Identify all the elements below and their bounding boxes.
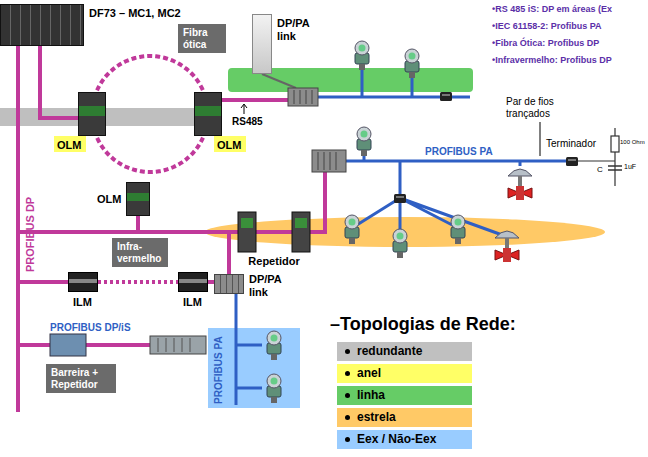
node-label: DF73 – MC1, MC2	[89, 7, 199, 20]
annotation: 100 Ohm	[620, 139, 645, 146]
annotation: C	[597, 165, 603, 174]
legend-bullet	[345, 415, 350, 420]
node-label: ILM	[183, 296, 213, 309]
annotation: •IEC 61158-2: Profibus PA	[492, 21, 602, 31]
node-label: DP/PA link	[249, 273, 289, 298]
profibus-dp-bus	[18, 46, 325, 412]
node-label: Barreira + Repetidor	[51, 367, 111, 390]
bus-label: PROFIBUS DP	[24, 197, 37, 272]
legend-bullet	[345, 349, 350, 354]
legend-item: linha	[337, 386, 472, 405]
node-label: OLM	[57, 139, 87, 152]
annotation: PROFIBUS DP/iS	[50, 322, 131, 334]
legend-item: anel	[337, 364, 472, 383]
optical-link-module: OLM	[78, 92, 106, 136]
node-label: Fibra ótica	[183, 27, 221, 50]
topology-bands	[0, 68, 605, 408]
annotation: •Fibra Ótica: Profibus DP	[492, 38, 599, 48]
callout-box: Fibra ótica	[178, 24, 226, 53]
legend-text: Eex / Não-Eex	[337, 430, 472, 449]
legend-text: estrela	[337, 408, 472, 427]
dp-pa-link: DP/PA link	[252, 14, 272, 74]
fiber-optic-link	[97, 56, 203, 90]
annotation: 1uF	[624, 163, 636, 171]
node-label: OLM	[97, 193, 125, 206]
legend-text: anel	[337, 364, 472, 383]
controller-rack: DF73 – MC1, MC2	[0, 4, 84, 46]
node-label: Infra-vermelho	[117, 241, 163, 264]
panel-link	[262, 74, 296, 88]
legend-text: redundante	[337, 342, 472, 361]
annotation: PROFIBUS PA	[425, 146, 493, 158]
node-label: ILM	[73, 296, 103, 309]
optical-link-module: OLM	[126, 182, 150, 216]
legend-bullet	[345, 371, 350, 376]
profibus-pa-bus	[236, 70, 566, 405]
infrared-link-module: ILM	[68, 272, 98, 292]
dp-pa-link: DP/PA link	[214, 274, 244, 294]
node-label: DP/PA link	[277, 17, 317, 42]
annotation: Terminador	[546, 138, 596, 150]
field-devices	[267, 41, 578, 403]
repeater: Repetidor	[238, 212, 310, 252]
legend-item: Eex / Não-Eex	[337, 430, 472, 449]
annotation: –Topologias de Rede:	[330, 314, 516, 335]
annotation: Par de fios trançados	[506, 96, 590, 119]
legend-bullet	[345, 437, 350, 442]
fiber-optic-link	[97, 138, 203, 172]
legend-item: redundante	[337, 342, 472, 361]
annotation: •Infravermelho: Profibus DP	[492, 55, 612, 65]
callout-box: Infra-vermelho	[112, 238, 168, 267]
infrared-link	[98, 280, 178, 284]
leader-lines	[241, 104, 540, 156]
legend-bullet	[345, 393, 350, 398]
legend-item: estrela	[337, 408, 472, 427]
terminator-symbol	[578, 128, 622, 186]
infrared-link-module: ILM	[178, 272, 208, 292]
optical-link-module: OLM	[194, 92, 222, 136]
node-label: OLM	[217, 139, 247, 152]
annotation: RS485	[232, 116, 263, 128]
coupler-devices	[50, 88, 346, 356]
barrier-repeater: Barreira + Repetidor	[46, 364, 116, 393]
bus-label: PROFIBUS PA	[213, 336, 225, 404]
node-label: Repetidor	[238, 255, 310, 268]
legend-text: linha	[337, 386, 472, 405]
annotation: •RS 485 iS: DP em áreas (Ex	[492, 4, 612, 14]
